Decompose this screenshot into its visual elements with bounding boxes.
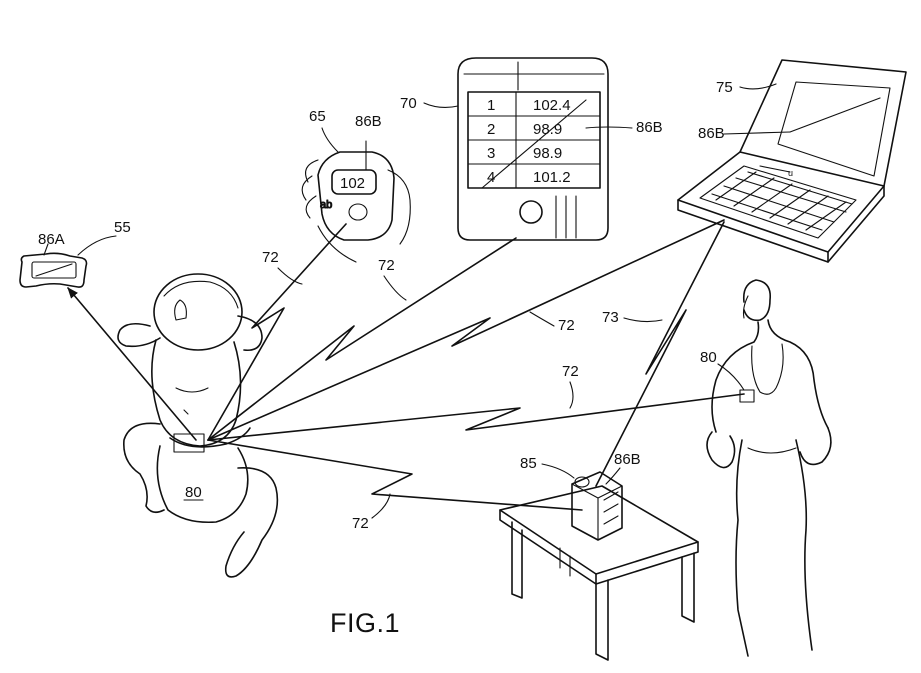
label-86B-laptop: 86B <box>698 125 725 142</box>
label-85: 85 <box>520 455 537 472</box>
label-73: 73 <box>602 309 619 326</box>
label-70: 70 <box>400 95 417 112</box>
wireless-links <box>208 220 744 510</box>
label-72-pda: 72 <box>378 257 395 274</box>
label-65: 65 <box>309 108 326 125</box>
pda-row-index: 3 <box>487 145 495 162</box>
label-86B-base: 86B <box>614 451 641 468</box>
pda-row-index: 4 <box>487 169 495 186</box>
label-72-parent: 72 <box>562 363 579 380</box>
patch-display-device <box>20 236 116 287</box>
label-55: 55 <box>114 219 131 236</box>
label-80-baby: 80 <box>185 484 202 501</box>
pda-row-value: 101.2 <box>533 169 571 186</box>
label-72-base: 72 <box>352 515 369 532</box>
pda-row-index: 1 <box>487 97 495 114</box>
label-72-pager: 72 <box>262 249 279 266</box>
pda-row-value: 98.9 <box>533 121 562 138</box>
svg-text:u: u <box>788 168 793 178</box>
label-86B-pda: 86B <box>636 119 663 136</box>
sensor-to-display-arrow <box>68 288 196 440</box>
pager-in-hand: ab <box>302 141 410 262</box>
pda-row-value: 98.9 <box>533 145 562 162</box>
pda-row-value: 102.4 <box>533 97 571 114</box>
pda-row-index: 2 <box>487 121 495 138</box>
parent-figure <box>707 280 831 656</box>
base-station-table <box>500 472 698 660</box>
label-75: 75 <box>716 79 733 96</box>
figure-title: FIG.1 <box>330 608 400 638</box>
laptop-computer: u <box>678 60 906 262</box>
label-86B-pager: 86B <box>355 113 382 130</box>
pager-reading: 102 <box>340 175 365 192</box>
label-72-laptop: 72 <box>558 317 575 334</box>
label-86A: 86A <box>38 231 65 248</box>
svg-text:ab: ab <box>320 199 332 211</box>
infant-figure <box>118 274 277 577</box>
label-80-parent: 80 <box>700 349 717 366</box>
